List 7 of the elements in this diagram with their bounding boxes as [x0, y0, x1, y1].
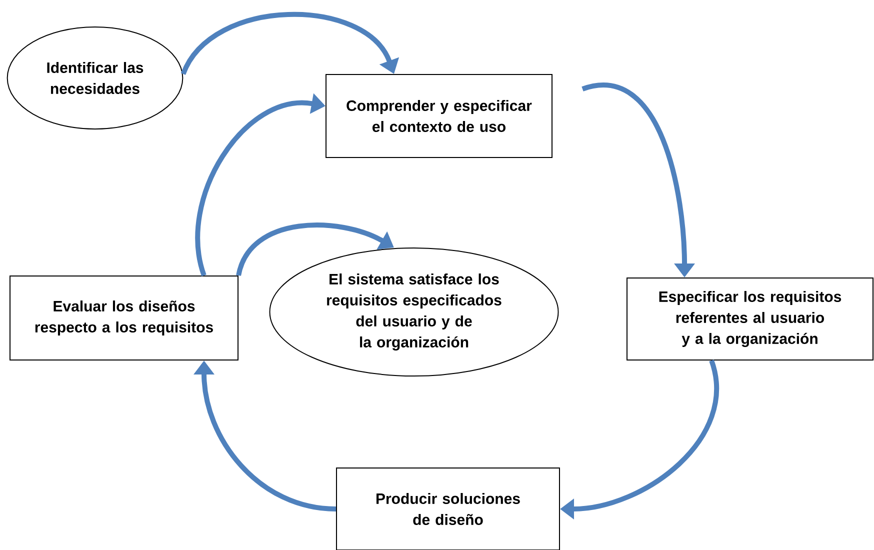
process-box: Especificar los requisitos referentes al usuario y a la organización	[626, 278, 874, 360]
ellipse-node: Identificar las necesidades	[6, 26, 184, 130]
process-box: Producir soluciones de diseño	[336, 468, 560, 550]
ellipse-node: El sistema satisface los requisitos especificados del usuario y de la organización	[269, 248, 559, 376]
curved-arrow	[180, 12, 400, 76]
process-box: Evaluar los diseños respecto a los requisitos	[10, 276, 238, 360]
process-box: Comprender y especificar el contexto de uso	[326, 74, 552, 158]
